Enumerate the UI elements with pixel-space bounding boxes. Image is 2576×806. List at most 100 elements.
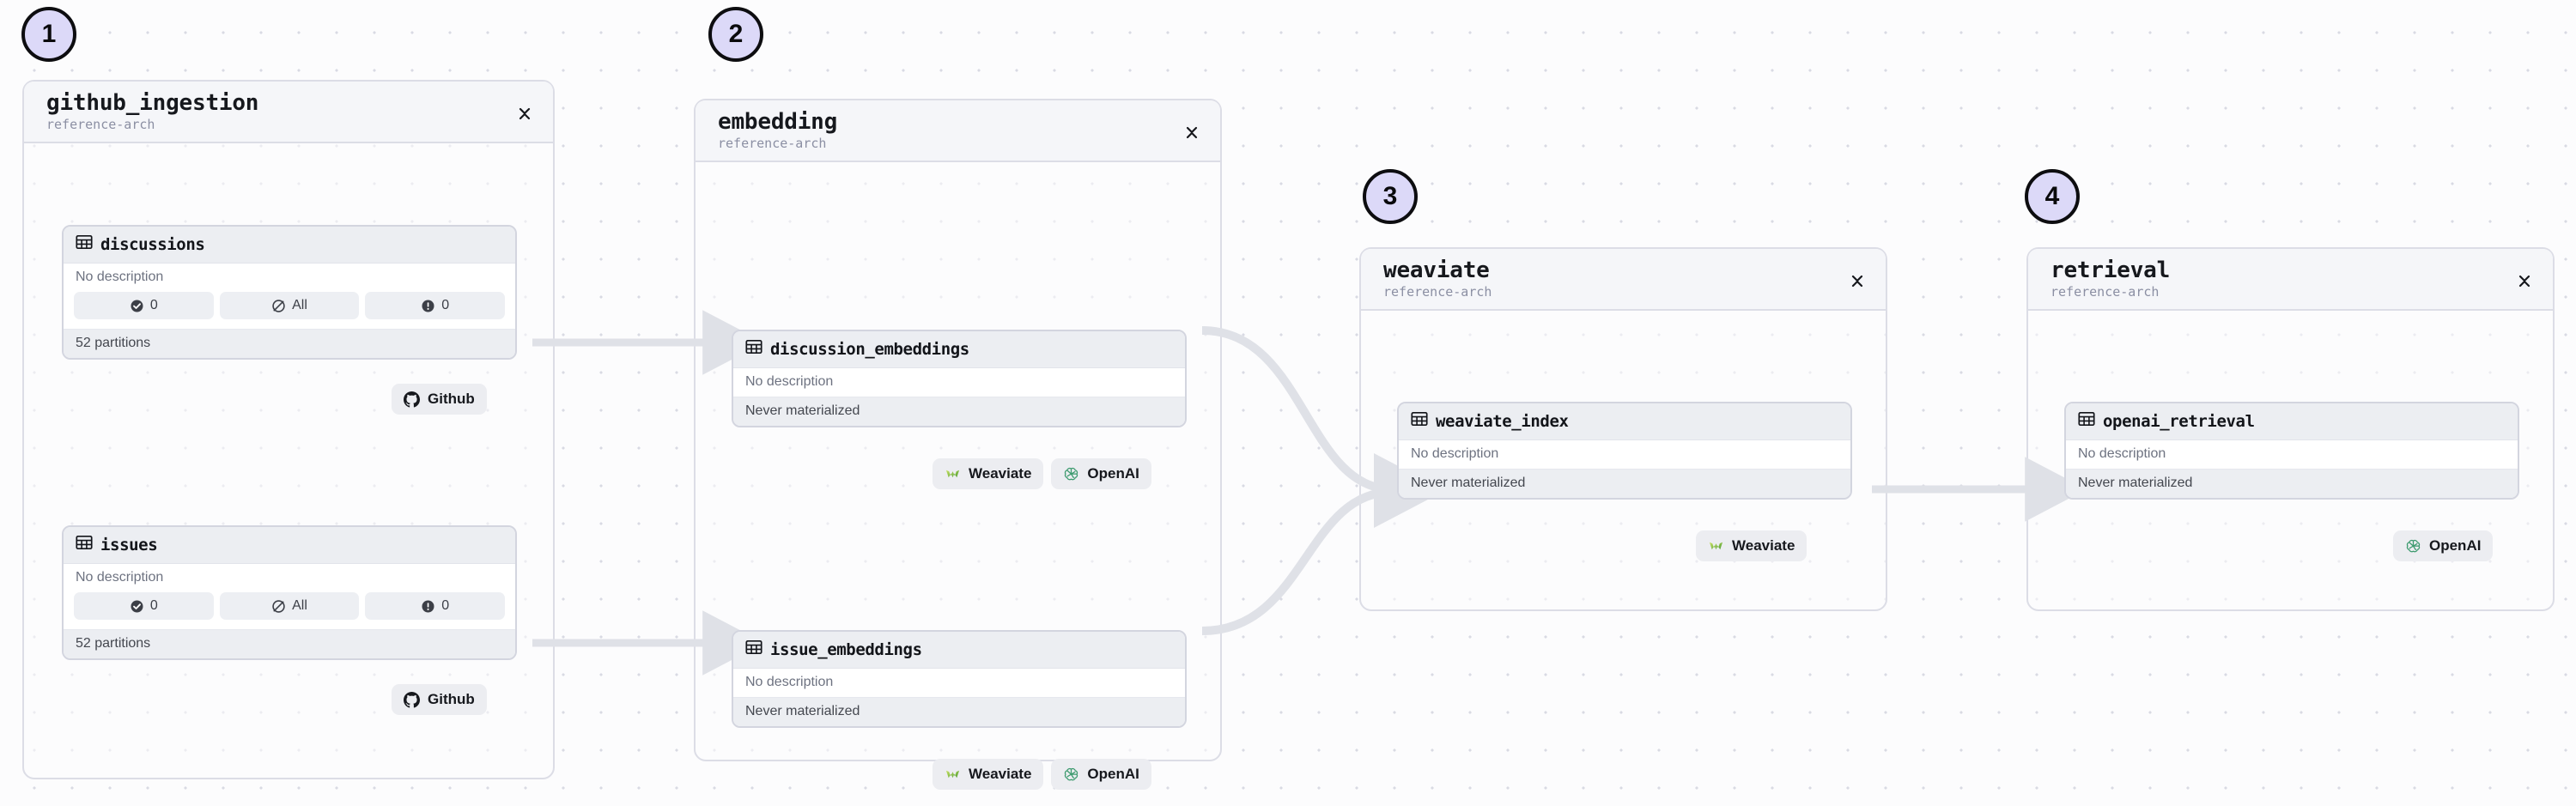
asset-header: issue_embeddings	[733, 632, 1185, 669]
asset-node-weaviate-index[interactable]: weaviate_index No description Never mate…	[1397, 402, 1852, 500]
group-github-ingestion[interactable]: github_ingestion reference-arch	[22, 80, 555, 779]
chip-openai[interactable]: OpenAI	[1051, 458, 1151, 489]
group-header[interactable]: weaviate reference-arch	[1361, 249, 1886, 311]
chip-weaviate[interactable]: Weaviate	[933, 458, 1044, 489]
group-header[interactable]: github_ingestion reference-arch	[24, 82, 553, 143]
step-badge-number: 2	[728, 20, 744, 48]
group-title: embedding	[718, 109, 838, 135]
table-icon	[2078, 410, 2095, 432]
step-badge-2: 2	[708, 7, 763, 62]
table-icon	[745, 338, 762, 360]
asset-name: discussion_embeddings	[770, 339, 969, 359]
asset-footer: Never materialized	[1399, 469, 1850, 498]
chevron-expand-icon[interactable]	[1848, 268, 1867, 294]
asset-description: No description	[1399, 440, 1850, 469]
stat-value: All	[292, 298, 307, 312]
check-circle-icon	[130, 299, 144, 313]
github-icon	[404, 691, 420, 708]
no-schedule-icon	[271, 299, 286, 313]
stat-failures[interactable]: 0	[365, 592, 506, 620]
chip-row-discussions: Github	[392, 384, 487, 415]
chip-label: Weaviate	[969, 465, 1032, 482]
chip-github[interactable]: Github	[392, 384, 487, 415]
asset-description: No description	[733, 368, 1185, 397]
asset-node-discussion-embeddings[interactable]: discussion_embeddings No description Nev…	[732, 330, 1187, 427]
stat-materializations[interactable]: 0	[74, 592, 214, 620]
chevron-expand-icon[interactable]	[2515, 268, 2534, 294]
stat-failures[interactable]: 0	[365, 292, 506, 319]
asset-node-openai-retrieval[interactable]: openai_retrieval No description Never ma…	[2064, 402, 2519, 500]
step-badge-number: 1	[41, 20, 57, 48]
asset-node-issues[interactable]: issues No description 0	[62, 525, 517, 660]
chip-row-issues: Github	[392, 684, 487, 715]
chevron-expand-icon[interactable]	[1182, 119, 1201, 145]
table-icon	[745, 639, 762, 660]
asset-node-discussions[interactable]: discussions No description 0	[62, 225, 517, 360]
asset-name: weaviate_index	[1436, 411, 1569, 431]
step-badge-4: 4	[2025, 169, 2080, 224]
openai-icon	[1063, 466, 1079, 482]
group-body: openai_retrieval No description Never ma…	[2028, 311, 2553, 609]
chip-label: Github	[428, 391, 475, 407]
stat-schedule[interactable]: All	[219, 592, 360, 620]
chip-openai[interactable]: OpenAI	[2393, 530, 2494, 561]
asset-header: weaviate_index	[1399, 403, 1850, 440]
group-title: retrieval	[2050, 258, 2171, 283]
asset-footer: Never materialized	[2066, 469, 2518, 498]
check-circle-icon	[130, 599, 144, 614]
openai-icon	[2405, 538, 2421, 555]
stat-value: 0	[441, 598, 450, 613]
asset-header: discussion_embeddings	[733, 331, 1185, 368]
alert-circle-icon	[421, 599, 435, 614]
stat-value: All	[292, 598, 307, 613]
step-badge-3: 3	[1363, 169, 1418, 224]
asset-node-issue-embeddings[interactable]: issue_embeddings No description Never ma…	[732, 630, 1187, 728]
chevron-expand-icon[interactable]	[515, 100, 534, 126]
weaviate-icon	[945, 767, 961, 783]
chip-label: OpenAI	[2429, 537, 2482, 554]
weaviate-icon	[945, 466, 961, 482]
stat-value: 0	[149, 598, 158, 613]
group-retrieval[interactable]: retrieval reference-arch	[2026, 247, 2555, 611]
group-body: discussions No description 0	[24, 143, 553, 778]
group-embedding[interactable]: embedding reference-arch	[694, 99, 1222, 790]
stat-schedule[interactable]: All	[219, 292, 360, 319]
asset-header: issues	[64, 527, 515, 564]
table-icon	[76, 534, 93, 555]
chip-weaviate[interactable]: Weaviate	[933, 759, 1044, 790]
stat-value: 0	[441, 298, 450, 312]
chip-row-openai-retrieval: OpenAI	[2393, 530, 2494, 561]
table-icon	[76, 233, 93, 255]
weaviate-icon	[1708, 538, 1724, 555]
stat-materializations[interactable]: 0	[74, 292, 214, 319]
asset-description: No description	[64, 264, 515, 292]
group-weaviate[interactable]: weaviate reference-arch	[1359, 247, 1887, 611]
openai-icon	[1063, 767, 1079, 783]
asset-stats: 0 All	[64, 592, 515, 629]
group-title: weaviate	[1383, 258, 1490, 283]
group-header[interactable]: embedding reference-arch	[696, 100, 1220, 162]
asset-name: issues	[100, 535, 158, 555]
asset-name: openai_retrieval	[2103, 411, 2255, 431]
asset-name: issue_embeddings	[770, 639, 922, 659]
asset-footer: Never materialized	[733, 397, 1185, 426]
group-body: weaviate_index No description Never mate…	[1361, 311, 1886, 609]
chip-openai[interactable]: OpenAI	[1051, 759, 1151, 790]
group-subtitle: reference-arch	[718, 136, 827, 151]
asset-description: No description	[2066, 440, 2518, 469]
asset-footer: 52 partitions	[64, 329, 515, 358]
chip-github[interactable]: Github	[392, 684, 487, 715]
group-subtitle: reference-arch	[2050, 284, 2160, 300]
group-header[interactable]: retrieval reference-arch	[2028, 249, 2553, 311]
group-subtitle: reference-arch	[46, 117, 155, 132]
group-subtitle: reference-arch	[1383, 284, 1492, 300]
chip-weaviate[interactable]: Weaviate	[1696, 530, 1807, 561]
chip-label: Weaviate	[969, 766, 1032, 782]
chip-label: OpenAI	[1087, 766, 1139, 782]
asset-header: openai_retrieval	[2066, 403, 2518, 440]
step-badge-1: 1	[21, 7, 76, 62]
chip-label: Weaviate	[1732, 537, 1795, 554]
github-icon	[404, 391, 420, 408]
asset-header: discussions	[64, 227, 515, 264]
